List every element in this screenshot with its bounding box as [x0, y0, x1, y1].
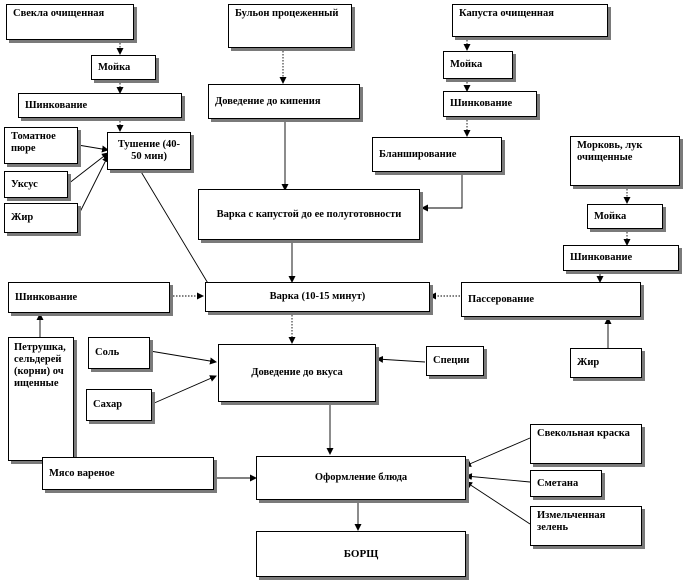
arrow-tomat-tushenie: [77, 144, 109, 153]
node-myaso: Мясо вареное: [42, 457, 214, 490]
node-zelen-text: Измельченная зелень: [537, 510, 606, 533]
node-moika-1-text: Мойка: [98, 61, 131, 73]
node-dovedenie-vkusa: Доведение до вкуса: [218, 344, 376, 402]
node-svekla: Свекла очищенная: [6, 4, 134, 40]
node-zhir-1-text: Жир: [11, 212, 34, 223]
node-varka-kapusta-text: Варка с капустой до ее полуготовности: [216, 208, 402, 220]
node-svekolnaya-kraska-text: Свекольная краска: [537, 428, 630, 439]
node-passerovanie-text: Пассерование: [468, 293, 535, 305]
node-shinkovanie-1: Шинкование: [18, 93, 182, 118]
node-svekla-text: Свекла очищенная: [13, 8, 105, 19]
arrow-zhir-tushenie: [77, 155, 109, 217]
node-zhir-2: Жир: [570, 348, 642, 378]
node-specii: Специи: [426, 346, 484, 376]
node-morkov-text: Морковь, лук очищенные: [577, 140, 643, 163]
arrow-zelen-oformlenie: [465, 481, 531, 525]
arrow-sahar-dovedenie: [151, 375, 217, 405]
node-bulon: Бульон процеженный: [228, 4, 352, 48]
node-moika-3: Мойка: [587, 204, 663, 229]
node-shinkovanie-4: Шинкование: [8, 282, 170, 313]
arrow-kraska-oformlenie: [464, 437, 531, 467]
node-uksus-text: Уксус: [11, 178, 38, 190]
node-morkov: Морковь, лук очищенные: [570, 136, 680, 186]
node-borsch-text: БОРЩ: [343, 548, 379, 560]
node-moika-2: Мойка: [443, 51, 513, 79]
node-sahar-text: Сахар: [93, 399, 123, 410]
node-dovedenie-kipenia: Доведение до кипения: [208, 84, 360, 119]
node-moika-3-text: Мойка: [594, 210, 627, 222]
node-svekolnaya-kraska: Свекольная краска: [530, 424, 642, 464]
node-moika-1: Мойка: [91, 55, 156, 80]
node-shinkovanie-1-text: Шинкование: [25, 99, 88, 111]
node-shinkovanie-3-text: Шинкование: [570, 252, 633, 263]
node-tushenie: Тушение (40-50 мин): [107, 132, 191, 170]
node-uksus: Уксус: [4, 171, 68, 198]
node-shinkovanie-3: Шинкование: [563, 245, 679, 271]
arrow-smetana-oformlenie: [465, 473, 531, 483]
node-shinkovanie-2: Шинкование: [443, 91, 537, 117]
node-moika-2-text: Мойка: [450, 59, 483, 70]
node-oformlenie: Оформление блюда: [256, 456, 466, 500]
node-sol-text: Соль: [95, 347, 120, 358]
node-kapusta: Капуста очищенная: [452, 4, 608, 37]
node-passerovanie: Пассерование: [461, 282, 641, 317]
node-zhir-2-text: Жир: [577, 357, 600, 368]
node-shinkovanie-2-text: Шинкование: [450, 98, 513, 109]
node-sahar: Сахар: [86, 389, 152, 421]
node-bulon-text: Бульон процеженный: [235, 8, 339, 19]
node-smetana: Сметана: [530, 470, 602, 497]
node-dovedenie-kipenia-text: Доведение до кипения: [215, 95, 321, 107]
arrow-sol-dovedenie: [149, 350, 217, 365]
node-tomat: Томатное пюре: [4, 127, 78, 164]
node-tushenie-text: Тушение (40-50 мин): [117, 139, 181, 162]
arrow-specii-dovedenie: [376, 355, 426, 363]
node-varka-kapusta: Варка с капустой до ее полуготовности: [198, 189, 420, 240]
node-borsch: БОРЩ: [256, 531, 466, 577]
node-oformlenie-text: Оформление блюда: [314, 472, 408, 483]
node-kapusta-text: Капуста очищенная: [459, 8, 554, 19]
node-tomat-text: Томатное пюре: [11, 131, 56, 154]
node-petrushka-text: Петрушка, сельдерей (корни) очищенные: [14, 342, 66, 389]
node-zhir-1: Жир: [4, 203, 78, 233]
node-varka-10-15: Варка (10-15 минут): [205, 282, 430, 312]
node-sol: Соль: [88, 337, 150, 369]
arrow-blansh-varkakap: [421, 172, 463, 212]
node-blanshirovanie: Бланширование: [372, 137, 502, 172]
node-dovedenie-vkusa-text: Доведение до вкуса: [251, 367, 343, 378]
node-myaso-text: Мясо вареное: [49, 467, 115, 479]
node-blanshirovanie-text: Бланширование: [379, 148, 457, 160]
node-zelen: Измельченная зелень: [530, 506, 642, 546]
node-varka-10-15-text: Варка (10-15 минут): [269, 291, 366, 302]
node-smetana-text: Сметана: [537, 477, 579, 489]
node-shinkovanie-4-text: Шинкование: [15, 291, 78, 303]
node-petrushka: Петрушка, сельдерей (корни) очищенные: [8, 337, 74, 461]
node-specii-text: Специи: [433, 355, 470, 366]
